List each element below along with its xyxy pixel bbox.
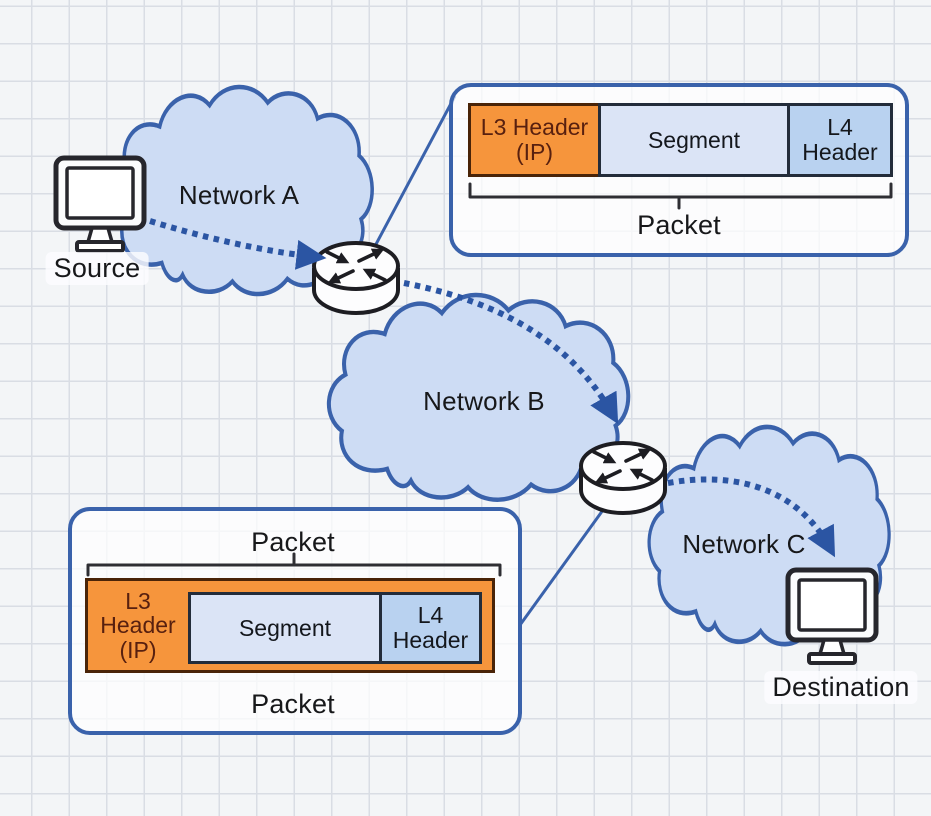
packet-brace-bottom (86, 552, 502, 577)
packet-brace-top (468, 182, 893, 210)
dotted-arrow-router2-to-destination (667, 476, 836, 558)
packet-label-above: Packet (251, 527, 335, 557)
packet-label-top-box: Packet (637, 210, 721, 240)
packet-structure-bottom: L3 Header (IP) Segment L4 Header (85, 578, 495, 673)
dotted-arrow-router1-to-router2 (403, 280, 619, 425)
l3-header-cell-bottom: L3 Header (IP) (100, 587, 176, 663)
l3-header-cell-top: L3 Header (IP) (468, 103, 601, 177)
callout-connector-bottom (518, 509, 605, 626)
network-a-label: Network A (178, 180, 300, 210)
destination-monitor-icon (788, 570, 876, 663)
packet-inner-bar: Segment L4 Header (188, 592, 482, 664)
packet-structure-top: L3 Header (IP) Segment L4 Header (468, 103, 893, 177)
network-c-label: Network C (682, 529, 806, 559)
network-b-label: Network B (423, 386, 545, 416)
segment-cell-bottom: Segment (188, 592, 382, 664)
router-2-icon (581, 443, 665, 513)
source-label: Source (45, 252, 149, 285)
destination-label: Destination (764, 671, 918, 704)
router-1-icon (314, 243, 398, 313)
segment-cell-top: Segment (598, 103, 790, 177)
l4-header-cell-bottom: L4 Header (379, 592, 482, 664)
callout-connector-top (372, 95, 457, 249)
packet-label-below: Packet (251, 689, 335, 719)
l4-header-cell-top: L4 Header (787, 103, 893, 177)
